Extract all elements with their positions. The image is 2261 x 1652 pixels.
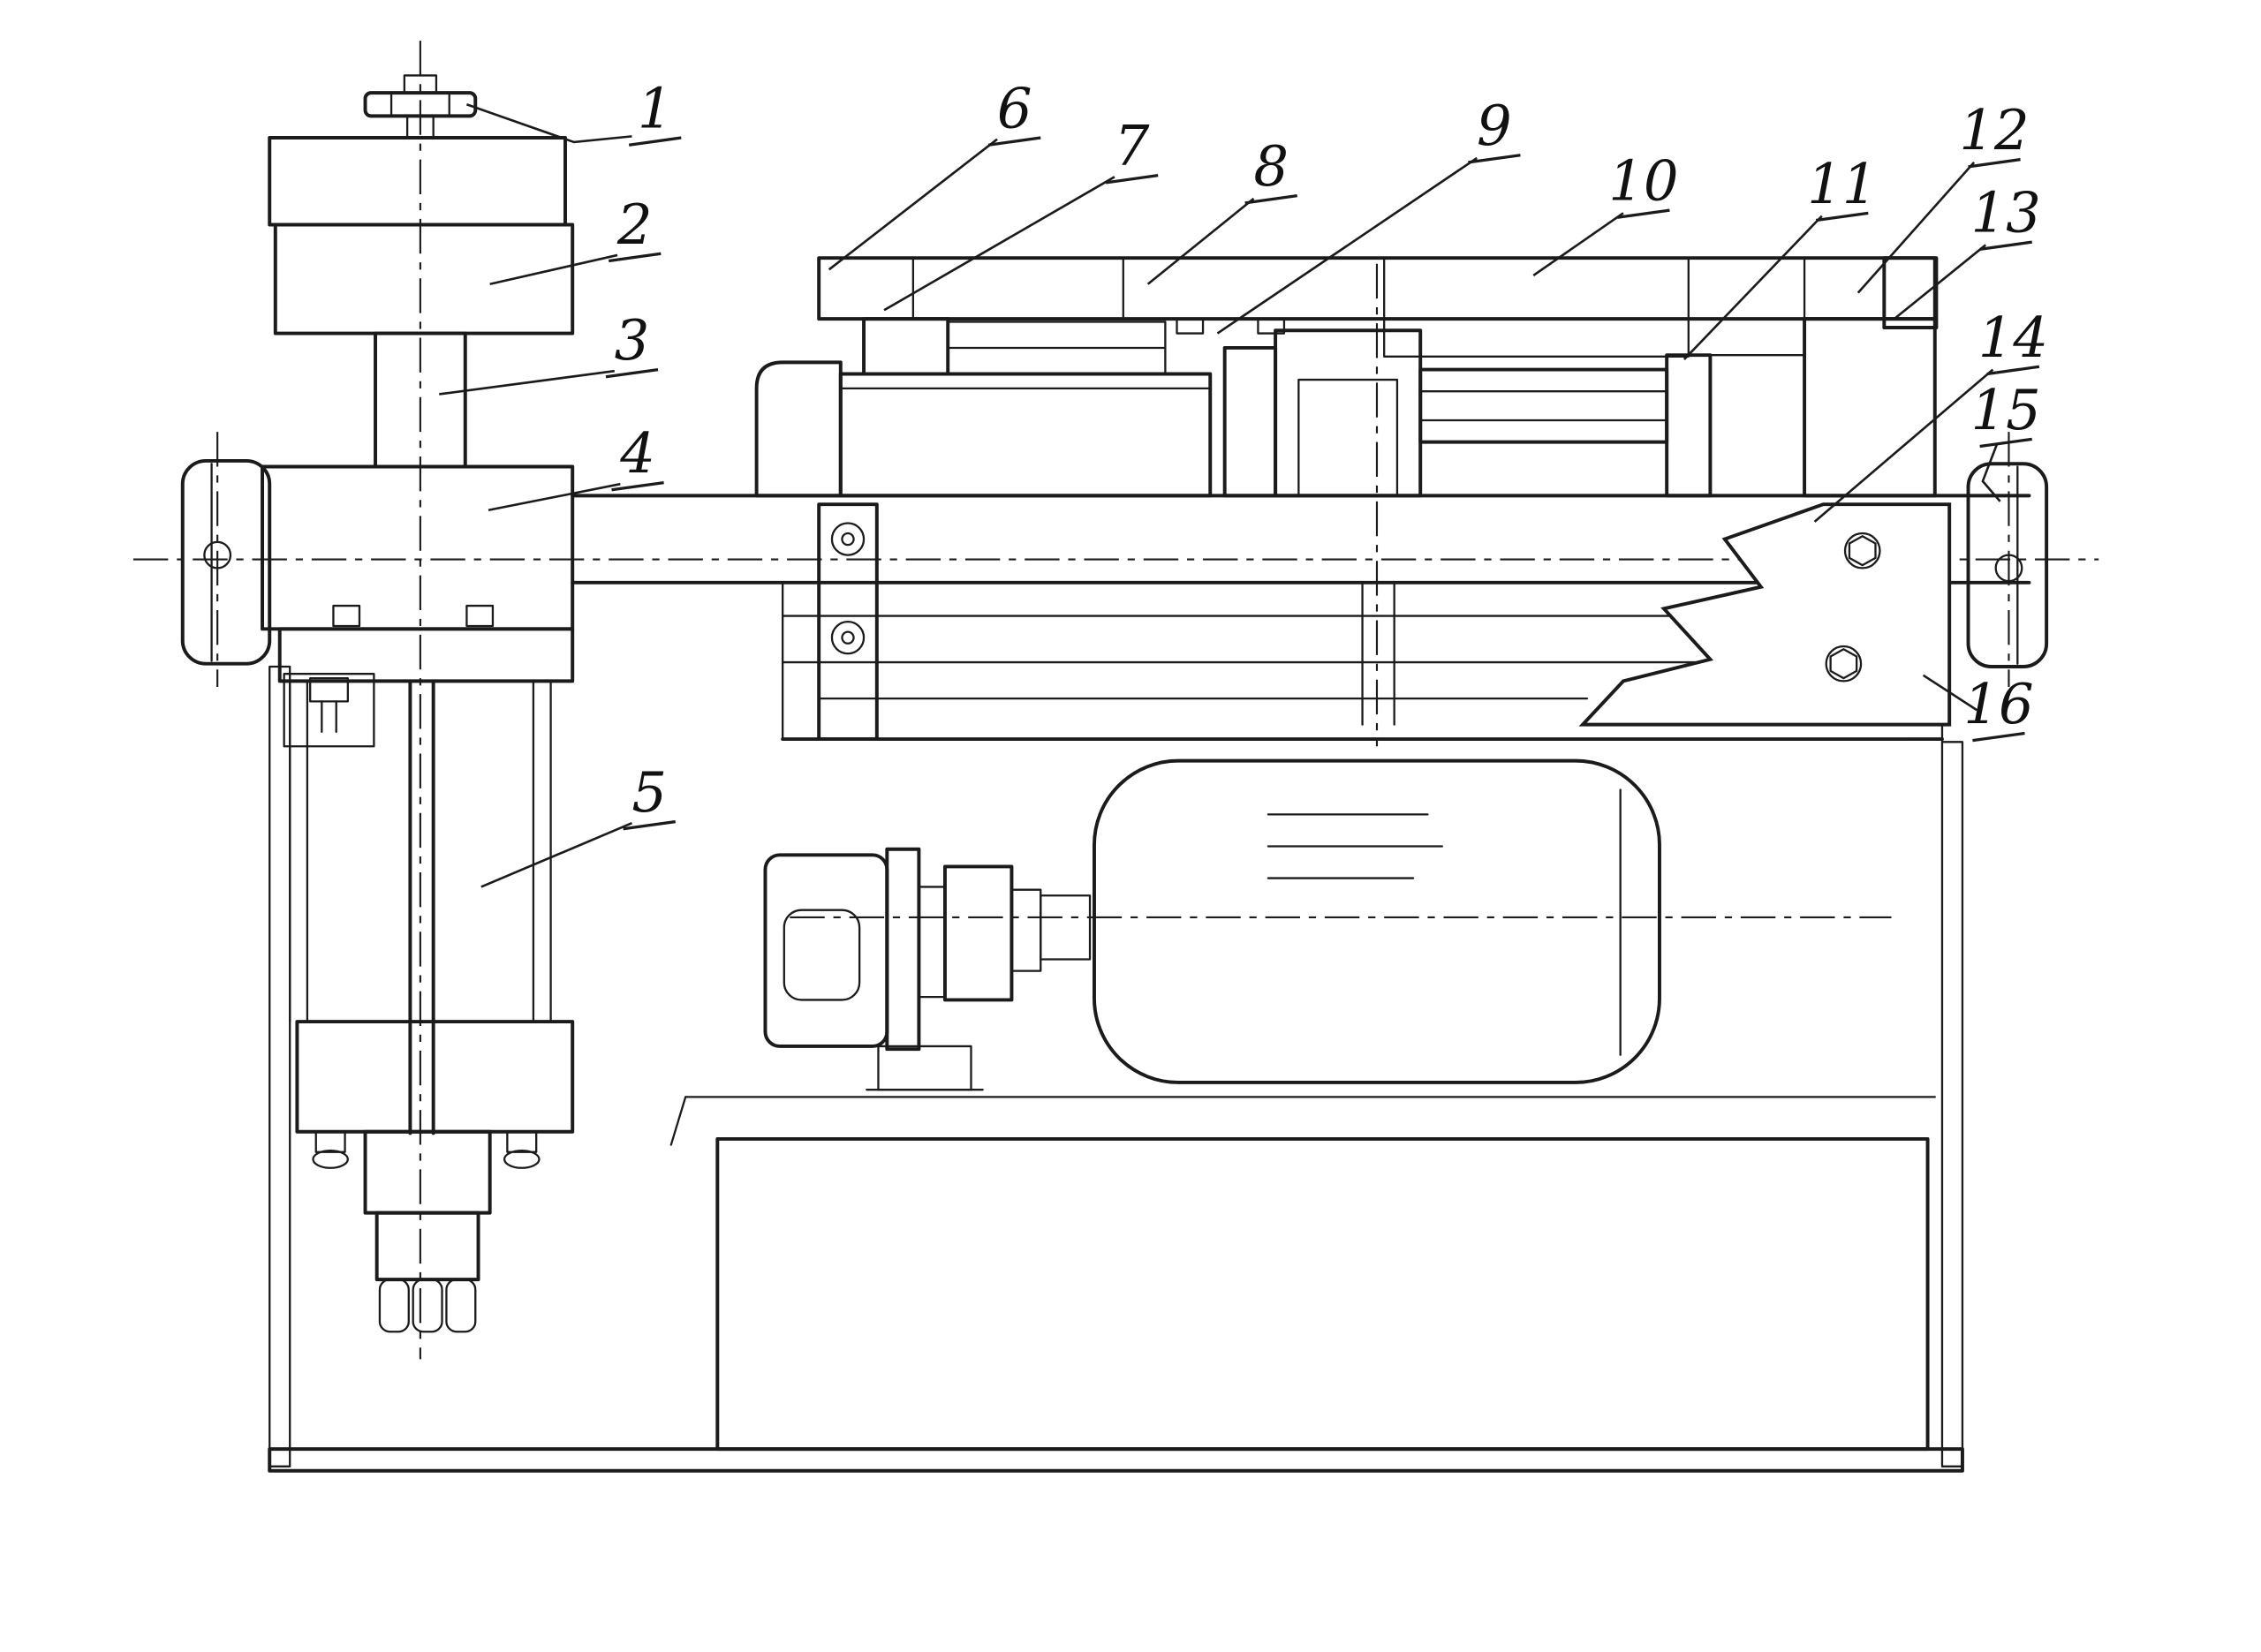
leader-line bbox=[488, 482, 621, 512]
centerlines bbox=[132, 41, 2099, 1360]
label-underline bbox=[1979, 437, 2032, 449]
label-underline bbox=[1972, 731, 2025, 743]
part-label-5: 5 bbox=[480, 760, 676, 888]
accumulator-tank bbox=[1093, 758, 1661, 1084]
part-number: 7 bbox=[1115, 114, 1150, 178]
label-underline bbox=[609, 252, 662, 263]
leader-line bbox=[489, 253, 618, 286]
label-underline bbox=[1986, 365, 2040, 376]
part-label-9: 9 bbox=[1216, 94, 1521, 335]
coupling bbox=[885, 847, 1092, 1052]
left-bearing bbox=[180, 458, 272, 666]
label-underline bbox=[628, 136, 682, 147]
part-label-13: 13 bbox=[1893, 181, 2041, 321]
part-label-4: 4 bbox=[488, 421, 664, 512]
part-label-2: 2 bbox=[489, 192, 662, 286]
leader-line bbox=[883, 176, 1115, 312]
label-underline bbox=[1815, 211, 1869, 223]
leader-line bbox=[1146, 197, 1255, 285]
part-label-15: 15 bbox=[1971, 378, 2041, 502]
part-number: 4 bbox=[619, 421, 655, 486]
label-underline bbox=[605, 367, 659, 379]
support-bracket-part16 bbox=[1578, 502, 1952, 727]
leader-line bbox=[828, 138, 998, 271]
leader-line bbox=[1856, 162, 1976, 294]
part-label-11: 11 bbox=[1683, 152, 1877, 360]
label-underline bbox=[611, 480, 664, 492]
leader-line bbox=[1893, 244, 1987, 321]
leader-line bbox=[1216, 156, 1478, 335]
part-number: 3 bbox=[615, 308, 650, 373]
part-label-12: 12 bbox=[1856, 98, 2030, 294]
label-underline bbox=[1968, 158, 2021, 169]
label-underline bbox=[623, 819, 676, 831]
frame-base bbox=[268, 665, 1964, 1473]
label-underline bbox=[1244, 194, 1297, 205]
leader-line bbox=[439, 369, 615, 396]
label-underline bbox=[1617, 208, 1670, 219]
motor bbox=[763, 853, 984, 1091]
label-underline bbox=[987, 136, 1041, 147]
part-number: 5 bbox=[631, 760, 667, 825]
label-underline bbox=[1468, 154, 1521, 164]
leader-line bbox=[480, 822, 632, 888]
part-label-6: 6 bbox=[828, 77, 1041, 271]
part-label-14: 14 bbox=[1813, 306, 2048, 523]
right-bearing bbox=[1966, 462, 2049, 668]
leader-line bbox=[1683, 215, 1823, 360]
part-number: 8 bbox=[1253, 134, 1289, 199]
part-number: 12 bbox=[1959, 98, 2029, 162]
part-number: 1 bbox=[638, 77, 673, 141]
part-number: 6 bbox=[997, 77, 1032, 141]
part-label-1: 1 bbox=[465, 77, 682, 147]
part-number: 11 bbox=[1807, 152, 1877, 216]
part-number: 15 bbox=[1971, 378, 2041, 442]
part-label-7: 7 bbox=[883, 114, 1159, 312]
part-number: 16 bbox=[1963, 672, 2033, 736]
part-number: 9 bbox=[1477, 94, 1512, 158]
leader-line bbox=[465, 103, 632, 144]
part-number: 14 bbox=[1978, 306, 2048, 370]
crosshead-part4 bbox=[261, 464, 575, 683]
label-underline bbox=[1979, 240, 2032, 251]
part-number: 2 bbox=[616, 192, 653, 257]
leader-line bbox=[1813, 368, 1994, 523]
leader-line bbox=[1532, 212, 1624, 276]
shaft-clamp bbox=[817, 502, 879, 742]
part-number: 10 bbox=[1608, 149, 1678, 214]
part-number: 13 bbox=[1971, 181, 2041, 245]
part-label-8: 8 bbox=[1146, 134, 1297, 285]
leader-line bbox=[1922, 674, 1978, 712]
part-label-10: 10 bbox=[1532, 149, 1679, 276]
leader-line bbox=[1981, 442, 2001, 502]
label-underline bbox=[1105, 174, 1159, 185]
part-label-3: 3 bbox=[439, 308, 659, 396]
gear-housing bbox=[754, 256, 1939, 498]
cylinder-assembly-part5 bbox=[283, 673, 575, 1333]
part-label-16: 16 bbox=[1922, 672, 2034, 743]
